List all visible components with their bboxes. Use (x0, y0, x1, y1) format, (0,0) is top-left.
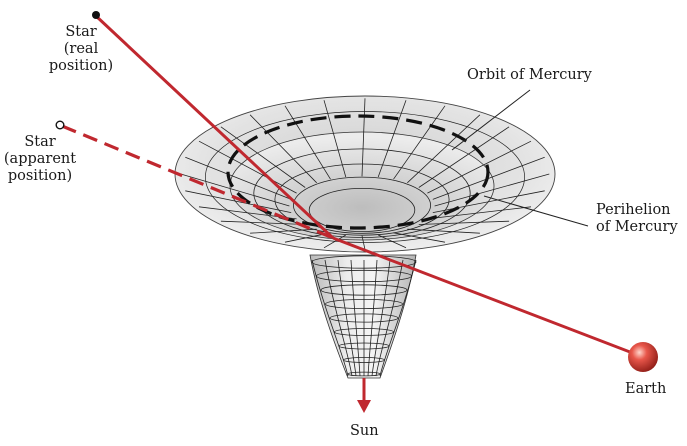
disk-spoke-line (250, 228, 317, 234)
disk-spoke-line (432, 190, 545, 213)
orbit-leader-line (451, 89, 531, 151)
throat-ring-line (253, 148, 471, 238)
disk-spoke-line (220, 126, 306, 188)
tube-vertical-line (311, 259, 349, 377)
disk-spoke-line (185, 190, 292, 213)
tube-vertical-line (337, 259, 357, 377)
disk-spoke-line (427, 206, 532, 220)
orbit-of-mercury-label: Orbit of Mercury (467, 67, 592, 83)
sun-label: Sun (350, 423, 379, 439)
funnel-tube-grid (311, 255, 417, 377)
apparent-star-label-line3: position) (7, 168, 73, 184)
real-star-dot-icon (92, 11, 100, 19)
real-light-ray (94, 14, 335, 240)
disk-spoke-line (407, 114, 481, 184)
real-star-label-line1: Star (65, 24, 97, 40)
earth-label: Earth (625, 381, 667, 397)
disk-spoke-line (185, 156, 292, 200)
apparent-star-circle-icon (55, 120, 65, 130)
throat-ring-line (308, 187, 416, 232)
real-star-label-line3: position) (48, 58, 114, 74)
throat-ring-line (274, 163, 450, 236)
disk-spoke-line (198, 140, 297, 194)
perihelion-label: Perihelion of Mercury (596, 202, 678, 236)
earth-sphere-icon (628, 342, 658, 372)
sun-direction-arrowhead-icon (357, 400, 371, 413)
real-star-label: Star (real position) (42, 24, 120, 75)
apparent-light-path (61, 124, 334, 240)
disk-spoke-line (427, 140, 532, 194)
disk-spoke-line (180, 173, 290, 207)
perihelion-label-line1: Perihelion (596, 202, 671, 218)
mercury-orbit (226, 114, 490, 230)
disk-spoke-line (220, 220, 306, 225)
tube-vertical-line (375, 259, 404, 377)
apparent-star-label-line2: (apparent (3, 151, 77, 167)
funnel-disk-grid (180, 98, 550, 250)
real-star-label-line2: (real (63, 41, 99, 57)
bent-light-ray (332, 236, 644, 359)
perihelion-label-line2: of Mercury (596, 219, 678, 235)
tube-vertical-line (371, 259, 391, 377)
disk-spoke-line (284, 105, 331, 180)
apparent-star-label: Star (apparent position) (2, 134, 78, 185)
tube-vertical-line (379, 259, 417, 377)
disk-spoke-line (434, 173, 550, 207)
tube-vertical-line (350, 259, 361, 377)
perihelion-leader-line (483, 195, 589, 227)
disk-spoke-line (407, 228, 480, 234)
throat-ring-line (292, 176, 431, 234)
tube-vertical-line (324, 259, 353, 377)
tube-vertical-line (367, 259, 378, 377)
disk-spoke-line (249, 114, 317, 184)
disk-spoke-line (418, 220, 510, 225)
disk-ring-line (205, 111, 525, 243)
disk-spoke-line (418, 126, 510, 188)
apparent-star-label-line1: Star (24, 134, 56, 150)
